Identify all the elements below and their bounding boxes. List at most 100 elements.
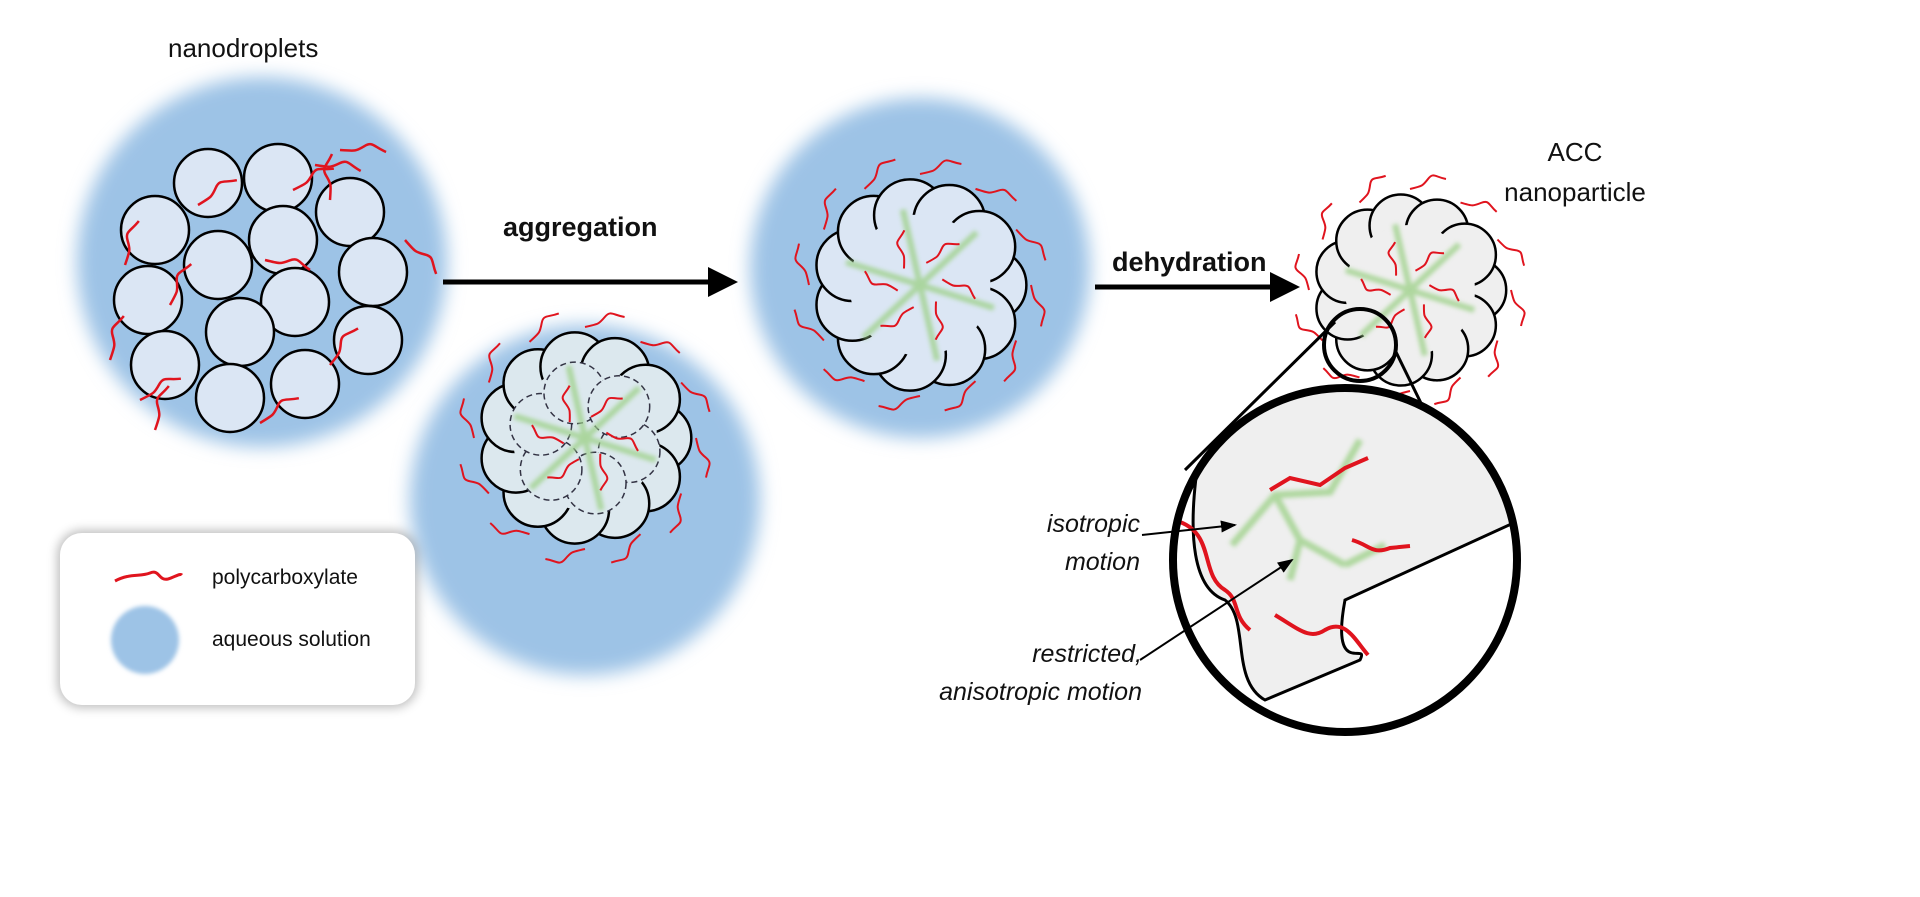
restricted-label-line2: anisotropic motion	[939, 678, 1142, 706]
interface-boundary	[1344, 223, 1476, 357]
nanodroplet	[112, 264, 184, 336]
polycarboxylate-chain	[610, 533, 642, 564]
aggregation-label: aggregation	[503, 212, 658, 242]
polycarboxylate-chain	[878, 395, 921, 411]
polycarboxylate-chain	[1510, 289, 1526, 327]
polycarboxylate-chain	[863, 158, 896, 190]
polycarboxylate-chain	[669, 493, 683, 534]
zoom-line	[1183, 320, 1337, 472]
polycarboxylate-chain	[1496, 238, 1526, 267]
polycarboxylate-chain	[941, 278, 976, 300]
acc-label-line1: ACC	[1547, 137, 1603, 167]
isotropic-label-line2: motion	[1064, 548, 1140, 576]
legend-polycarboxylate: polycarboxylate	[212, 566, 358, 589]
polycarboxylate-chain	[487, 342, 501, 383]
polycarboxylate-chain	[919, 159, 962, 175]
nanodroplet	[129, 329, 201, 401]
restricted-pointer	[1139, 558, 1294, 661]
polycarboxylate-chain	[1360, 278, 1392, 296]
nanodroplets-solution	[77, 77, 447, 447]
polycarboxylate-chain	[1428, 284, 1460, 302]
nanodroplet	[172, 147, 244, 219]
polycarboxylate-chain	[545, 548, 586, 564]
polycarboxylate-chain	[139, 377, 182, 402]
polycarboxylate-chain	[793, 309, 825, 342]
polycarboxylate-chain	[528, 312, 560, 343]
polycarboxylate-chain	[264, 258, 311, 271]
polycarboxylate-chain	[259, 396, 300, 425]
zoom-source-circle	[1322, 307, 1398, 383]
polycarboxylate-chain	[1294, 313, 1324, 342]
polycarboxylate-chain	[168, 263, 193, 306]
polycarboxylate-chain	[934, 301, 944, 341]
polycarboxylate-chain	[605, 431, 639, 452]
nanodroplets-label: nanodroplets	[168, 33, 319, 63]
nanodroplet	[337, 236, 409, 308]
polycarboxylate-chain	[339, 142, 387, 154]
polycarboxylate-chain	[822, 188, 837, 230]
polycarboxylate-chain	[489, 522, 530, 536]
isotropic-label-line1: isotropic	[1046, 510, 1140, 538]
polycarboxylate-chain	[896, 229, 906, 269]
polycarboxylate-chain	[153, 385, 170, 431]
polycarboxylate-chain	[925, 242, 960, 264]
nanodroplet	[269, 348, 341, 420]
zoom-inset	[1139, 307, 1521, 736]
legend-aqueous-solution: aqueous solution	[212, 628, 371, 651]
polycarboxylate-chain	[584, 312, 625, 328]
polycarboxylate-chain	[459, 398, 475, 439]
polycarboxylate-chain	[1320, 202, 1333, 240]
polycarboxylate-chain	[1433, 376, 1462, 406]
polycarboxylate-chain	[1487, 340, 1500, 378]
polycarboxylate-chain	[1294, 253, 1310, 291]
polycarboxylate-chain	[864, 270, 899, 292]
polycarboxylate-chain	[680, 381, 711, 413]
aggregating-cluster	[410, 312, 760, 675]
polycarboxylate-chain	[944, 380, 977, 412]
acc-nanoparticle	[1294, 174, 1526, 406]
polycarboxylate-icon	[114, 570, 184, 583]
polycarboxylate-chain	[1375, 308, 1406, 329]
aggregated-cluster	[750, 98, 1090, 438]
interface-boundary	[845, 208, 995, 362]
polycarboxylate-chain	[1409, 174, 1447, 190]
nanodroplet	[242, 142, 314, 214]
restricted-label-line1: restricted,	[1032, 640, 1142, 668]
interface-boundary	[513, 365, 657, 511]
polycarboxylate-chain	[547, 458, 580, 480]
isotropic-pointer	[1141, 520, 1237, 536]
nanodroplet	[314, 176, 386, 248]
polycarboxylate-chain	[695, 437, 711, 478]
nanodroplet	[119, 194, 191, 266]
polycarboxylate-chain	[590, 396, 623, 418]
polycarboxylate-chain	[1030, 284, 1046, 327]
nanodroplet	[182, 229, 254, 301]
dehydration-label: dehydration	[1112, 247, 1267, 277]
polycarboxylate-chain	[1460, 200, 1498, 213]
nanodroplet	[332, 304, 404, 376]
polycarboxylate-chain	[1422, 304, 1433, 339]
polycarboxylate-chain	[880, 306, 915, 328]
legend: polycarboxylate aqueous solution	[60, 533, 415, 705]
nanodroplet	[194, 362, 266, 434]
zoom-magnified-circle	[1169, 384, 1521, 736]
polycarboxylate-chain	[823, 368, 865, 383]
polycarboxylate-chain	[1358, 174, 1387, 204]
polycarboxylate-chain	[1003, 340, 1018, 382]
polycarboxylate-chain	[459, 463, 490, 495]
polycarboxylate-chain	[794, 243, 810, 286]
polycarboxylate-chain	[329, 327, 359, 366]
polycarboxylate-chain	[322, 153, 334, 201]
polycarboxylate-chain	[1387, 241, 1398, 276]
polycarboxylate-chain	[599, 453, 609, 491]
polycarboxylate-chain	[1322, 367, 1360, 380]
polycarboxylate-chain	[123, 220, 140, 266]
polycarboxylate-chain	[1414, 251, 1445, 272]
polycarboxylate-chain	[975, 187, 1017, 202]
polycarboxylate-chain	[531, 424, 565, 445]
aqueous-solution-icon	[111, 606, 179, 674]
nanodroplet	[204, 296, 276, 368]
polycarboxylate-chain	[561, 385, 571, 423]
nanodroplet	[259, 266, 331, 338]
